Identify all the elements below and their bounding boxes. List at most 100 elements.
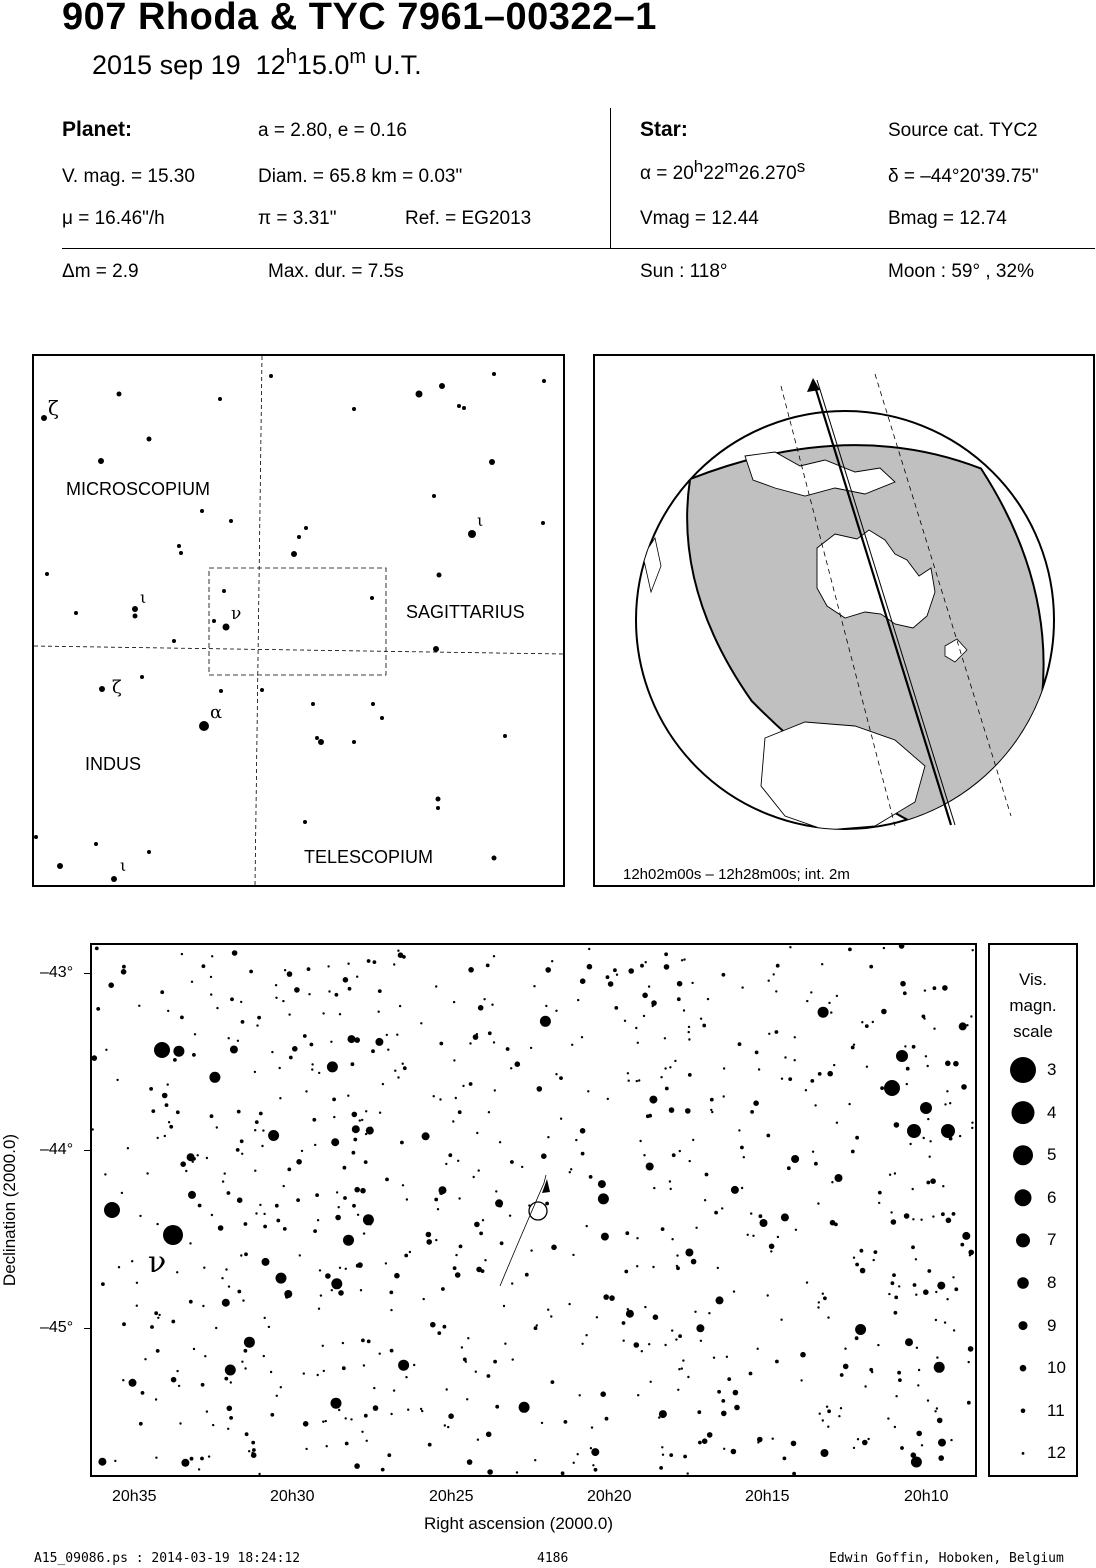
greek-label-iota-sgr: ι <box>477 511 484 530</box>
finder-star <box>57 863 63 869</box>
field-star <box>592 1464 595 1467</box>
field-star <box>313 1229 317 1233</box>
finder-star <box>468 530 476 538</box>
field-star <box>677 1388 680 1391</box>
field-star <box>324 1419 327 1423</box>
field-star <box>590 1426 594 1429</box>
field-star <box>752 1234 755 1237</box>
field-star <box>351 1150 356 1155</box>
field-star <box>389 1348 394 1353</box>
field-star <box>669 1453 674 1457</box>
field-star <box>625 1309 634 1318</box>
field-star <box>166 1083 169 1086</box>
field-star <box>445 1162 448 1166</box>
field-star <box>571 1043 574 1046</box>
greek-label-iota-tel: ι <box>120 856 127 875</box>
field-star <box>568 1171 571 1174</box>
finder-star <box>370 596 374 600</box>
magnitude-label: 7 <box>1047 1230 1057 1250</box>
finder-star <box>260 688 264 692</box>
field-star <box>880 1086 884 1090</box>
ra-tick-2010: 20h10 <box>904 1488 949 1505</box>
field-star <box>894 1295 899 1300</box>
field-star <box>971 949 974 952</box>
field-star <box>710 1108 713 1112</box>
field-star <box>776 1235 780 1239</box>
field-star <box>905 1338 913 1347</box>
field-star <box>817 1006 829 1018</box>
field-star <box>510 1067 513 1070</box>
field-star <box>589 1447 593 1450</box>
finder-star <box>218 397 222 401</box>
field-star <box>481 1219 485 1222</box>
field-star <box>333 1115 336 1119</box>
ra-tick-2020: 20h20 <box>587 1488 632 1505</box>
star-bmag: Bmag = 12.74 <box>888 208 1007 229</box>
field-star <box>732 1290 736 1293</box>
field-star <box>419 1407 423 1411</box>
field-star <box>486 1374 491 1378</box>
field-star <box>626 1308 629 1311</box>
field-star <box>721 1399 726 1403</box>
field-star <box>786 1166 791 1171</box>
field-star <box>711 1110 714 1114</box>
field-star <box>209 1071 221 1083</box>
field-star <box>154 1398 158 1401</box>
field-star <box>621 1321 626 1325</box>
field-star <box>326 1061 338 1073</box>
field-star <box>721 1410 727 1417</box>
field-star <box>935 1290 938 1294</box>
field-star <box>396 1033 399 1036</box>
field-star <box>338 1290 344 1296</box>
field-star <box>201 964 206 969</box>
field-star <box>530 1249 533 1252</box>
field-star <box>241 1360 244 1363</box>
constellation-telescopium: TELESCOPIUM <box>304 847 434 867</box>
field-star <box>550 1315 553 1318</box>
field-star <box>971 1121 974 1124</box>
occultation-track <box>780 373 1012 827</box>
finder-star <box>74 611 78 615</box>
field-star <box>192 1156 196 1161</box>
dec-tick-45: –45° <box>40 1319 74 1336</box>
field-star <box>926 1064 929 1068</box>
field-star <box>934 1318 938 1322</box>
field-star <box>772 973 775 976</box>
field-star <box>850 1045 855 1050</box>
finder-star <box>415 390 423 398</box>
field-star <box>924 1055 928 1058</box>
field-star <box>155 1456 158 1459</box>
field-star <box>757 1068 761 1071</box>
field-star <box>309 1042 314 1047</box>
field-star <box>354 1186 361 1193</box>
field-star <box>437 1331 442 1335</box>
field-star <box>968 1249 974 1256</box>
field-star <box>240 1020 245 1024</box>
field-star <box>180 952 184 956</box>
field-star <box>363 1413 368 1418</box>
field-star <box>216 1006 219 1010</box>
field-star <box>361 1338 365 1343</box>
field-star <box>377 989 382 993</box>
field-star <box>138 1421 143 1426</box>
field-star <box>328 990 331 993</box>
field-star <box>633 1342 640 1348</box>
ra-tick-2025: 20h25 <box>429 1488 474 1505</box>
field-star <box>318 1269 322 1272</box>
constellation-indus: INDUS <box>85 754 142 774</box>
field-star <box>742 1156 745 1159</box>
field-star <box>96 1007 101 1011</box>
field-star <box>676 980 683 987</box>
field-star <box>741 986 744 989</box>
field-star <box>170 1376 177 1383</box>
field-star <box>498 1203 503 1208</box>
field-star <box>706 997 710 1001</box>
field-star <box>790 1440 797 1447</box>
field-star <box>105 1048 108 1051</box>
field-star <box>640 1350 643 1353</box>
field-star <box>420 1022 423 1025</box>
field-star <box>387 1453 392 1458</box>
field-star <box>852 1446 856 1450</box>
field-star <box>319 1294 323 1297</box>
magnitude-label: 4 <box>1047 1102 1057 1122</box>
